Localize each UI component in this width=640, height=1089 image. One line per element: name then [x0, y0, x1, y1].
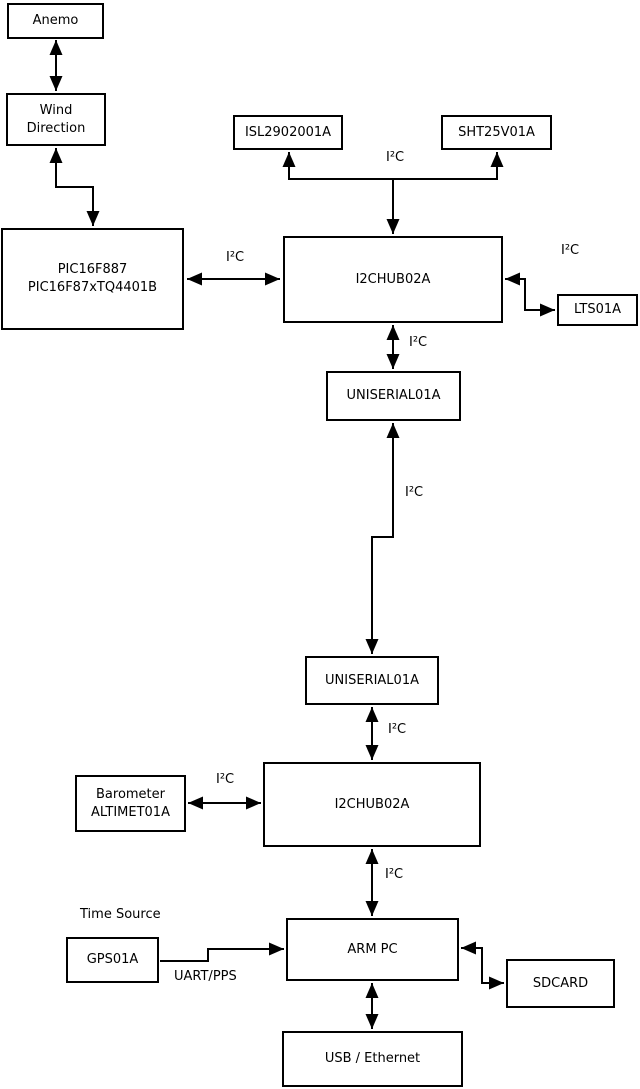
edge-label-i2c-hub-lts: I²C	[561, 243, 580, 258]
node-pic16f887-label-line1: PIC16F887	[57, 262, 128, 278]
node-sht25v01a-label: SHT25V01A	[458, 124, 535, 140]
edge-label-i2c-hub-uniserial: I²C	[409, 335, 428, 350]
node-wind-direction-label-line1: Wind	[39, 102, 73, 118]
edge-label-i2c-uniserial-link: I²C	[405, 485, 424, 500]
wire-uniserial-link	[365, 423, 400, 654]
node-isl2902001a: ISL2902001A	[233, 115, 343, 150]
node-isl2902001a-label: ISL2902001A	[244, 124, 332, 140]
wire-wind-pic	[49, 148, 100, 226]
node-uniserial01a-bottom: UNISERIAL01A	[305, 656, 439, 705]
node-i2chub02a-bottom: I2CHUB02A	[263, 762, 481, 847]
edge-label-i2c-hub2-armpc: I²C	[385, 867, 404, 882]
edge-label-uart-pps: UART/PPS	[174, 969, 237, 984]
node-wind-direction-label-line2: Direction	[26, 120, 86, 136]
node-gps01a: GPS01A	[66, 937, 159, 983]
node-usb-ethernet: USB / Ethernet	[282, 1031, 463, 1087]
node-i2chub02a-top: I2CHUB02A	[283, 236, 503, 323]
annotation-time-source: Time Source	[80, 907, 161, 922]
node-pic16f887-label-line2: PIC16F87xTQ4401B	[27, 280, 158, 295]
edge-label-i2c-barometer-hub2: I²C	[216, 772, 235, 787]
node-pic16f887: PIC16F887 PIC16F87xTQ4401B	[1, 228, 184, 330]
node-anemo: Anemo	[7, 3, 104, 39]
node-gps01a-label: GPS01A	[86, 952, 139, 968]
node-i2chub02a-bottom-label: I2CHUB02A	[334, 796, 410, 812]
node-lts01a-label: LTS01A	[573, 302, 622, 318]
node-i2chub02a-top-label: I2CHUB02A	[355, 271, 431, 287]
node-arm-pc: ARM PC	[286, 918, 459, 981]
node-barometer-label-line2: ALTIMET01A	[91, 804, 170, 820]
node-usb-ethernet-label: USB / Ethernet	[324, 1051, 421, 1067]
edge-label-i2c-sensor-bus: I²C	[386, 150, 405, 165]
wire-gps-armpc	[160, 942, 284, 962]
node-lts01a: LTS01A	[557, 294, 638, 326]
edge-label-i2c-pic-hub: I²C	[226, 250, 245, 265]
node-barometer-altimet01a: Barometer ALTIMET01A	[75, 775, 186, 832]
wire-i2chub-top-lts	[505, 272, 555, 317]
node-uniserial01a-top-label: UNISERIAL01A	[346, 388, 441, 404]
node-wind-direction: Wind Direction	[6, 93, 106, 146]
node-anemo-label: Anemo	[32, 13, 79, 29]
node-uniserial01a-bottom-label: UNISERIAL01A	[325, 672, 419, 688]
node-sdcard: SDCARD	[506, 959, 615, 1008]
node-barometer-label-line1: Barometer	[96, 786, 165, 802]
wire-armpc-sdcard	[461, 941, 504, 990]
node-sht25v01a: SHT25V01A	[441, 115, 552, 150]
edge-label-i2c-uniserial-hub2: I²C	[388, 722, 407, 737]
node-sdcard-label: SDCARD	[532, 975, 589, 991]
node-arm-pc-label: ARM PC	[347, 941, 398, 957]
node-uniserial01a-top: UNISERIAL01A	[326, 371, 461, 421]
